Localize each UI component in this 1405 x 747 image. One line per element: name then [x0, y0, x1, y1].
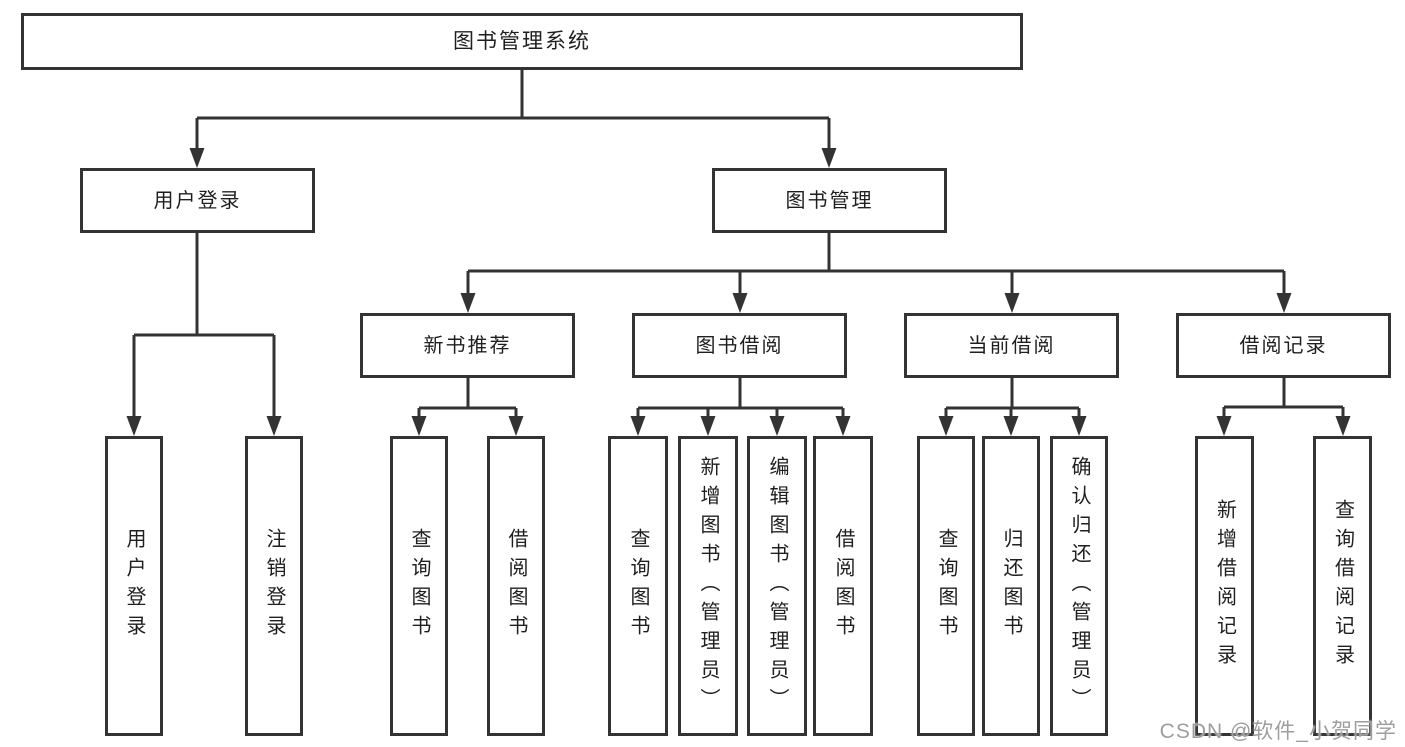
node-user-login: 用户登录 [80, 168, 315, 233]
leaf-edit-book-admin: 编辑图书（管理员） [747, 436, 807, 736]
node-borrowing-records: 借阅记录 [1176, 313, 1391, 378]
leaf-query-books-recommend: 查询图书 [390, 436, 448, 736]
leaf-confirm-return-admin: 确认归还（管理员） [1050, 436, 1108, 736]
leaf-query-books-current: 查询图书 [917, 436, 975, 736]
leaf-borrow-books-recommend: 借阅图书 [487, 436, 545, 736]
node-new-book-recommendation: 新书推荐 [360, 313, 575, 378]
node-library-management-system: 图书管理系统 [21, 13, 1023, 70]
leaf-query-books-borrowing: 查询图书 [608, 436, 668, 736]
leaf-user-login: 用户登录 [105, 436, 163, 736]
watermark: CSDN @软件_小贺同学 [1159, 720, 1397, 743]
node-current-borrowing: 当前借阅 [904, 313, 1119, 378]
node-book-management: 图书管理 [712, 168, 947, 233]
leaf-borrow-books: 借阅图书 [813, 436, 873, 736]
leaf-query-borrow-record: 查询借阅记录 [1313, 436, 1372, 736]
leaf-return-books: 归还图书 [982, 436, 1040, 736]
leaf-logout: 注销登录 [245, 436, 303, 736]
leaf-add-book-admin: 新增图书（管理员） [678, 436, 738, 736]
node-book-borrowing: 图书借阅 [632, 313, 847, 378]
leaf-add-borrow-record: 新增借阅记录 [1195, 436, 1254, 736]
